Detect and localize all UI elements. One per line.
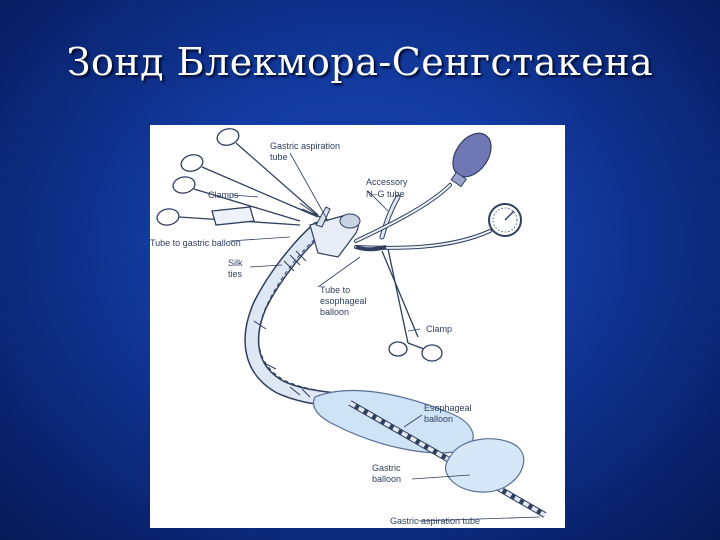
label-silk-ties-2: ties: [228, 269, 243, 279]
label-tube-to-esophageal-2: esophageal: [320, 296, 367, 306]
label-clamp: Clamp: [426, 324, 452, 334]
aspiration-connector: [315, 206, 331, 228]
label-esophageal-balloon-1: Esophageal: [424, 403, 472, 413]
main-tube-inner-line: [258, 234, 371, 402]
label-gastric-aspiration-top-2: tube: [270, 152, 288, 162]
inflation-bulb: [452, 132, 492, 178]
label-gastric-aspiration-bottom: Gastric aspiration tube: [390, 516, 480, 526]
label-gastric-balloon-2: balloon: [372, 474, 401, 484]
label-gastric-balloon-1: Gastric: [372, 463, 401, 473]
label-accessory-ng-1: Accessory: [366, 177, 408, 187]
leader-lines: [229, 152, 541, 522]
manometer-gauge: [488, 203, 522, 237]
silk-ties: [253, 250, 311, 398]
label-silk-ties-1: Silk: [228, 258, 243, 268]
slide-title: Зонд Блекмора-Сенгстакена: [66, 40, 654, 84]
label-esophageal-balloon-2: balloon: [424, 414, 453, 424]
gastric-balloon: [444, 438, 525, 493]
diagram-figure: Gastric aspiration tube Clamps Accessory…: [150, 125, 565, 528]
label-tube-to-esophageal-3: balloon: [320, 307, 349, 317]
label-tube-to-esophageal-1: Tube to: [320, 285, 350, 295]
clamp-lower: [156, 176, 301, 226]
main-tube-fill: [245, 223, 376, 413]
blakemore-tube-diagram: Gastric aspiration tube Clamps Accessory…: [150, 128, 547, 526]
label-gastric-aspiration-top-1: Gastric aspiration: [270, 141, 340, 151]
bulb-valve: [450, 171, 467, 188]
esophageal-branch-tube: [355, 245, 387, 252]
label-accessory-ng-2: N–G tube: [366, 189, 405, 199]
label-tube-to-gastric-balloon: Tube to gastric balloon: [150, 238, 241, 248]
tube-hub-opening: [339, 213, 361, 229]
clamp-esophageal: [381, 248, 443, 362]
label-clamps: Clamps: [208, 190, 239, 200]
